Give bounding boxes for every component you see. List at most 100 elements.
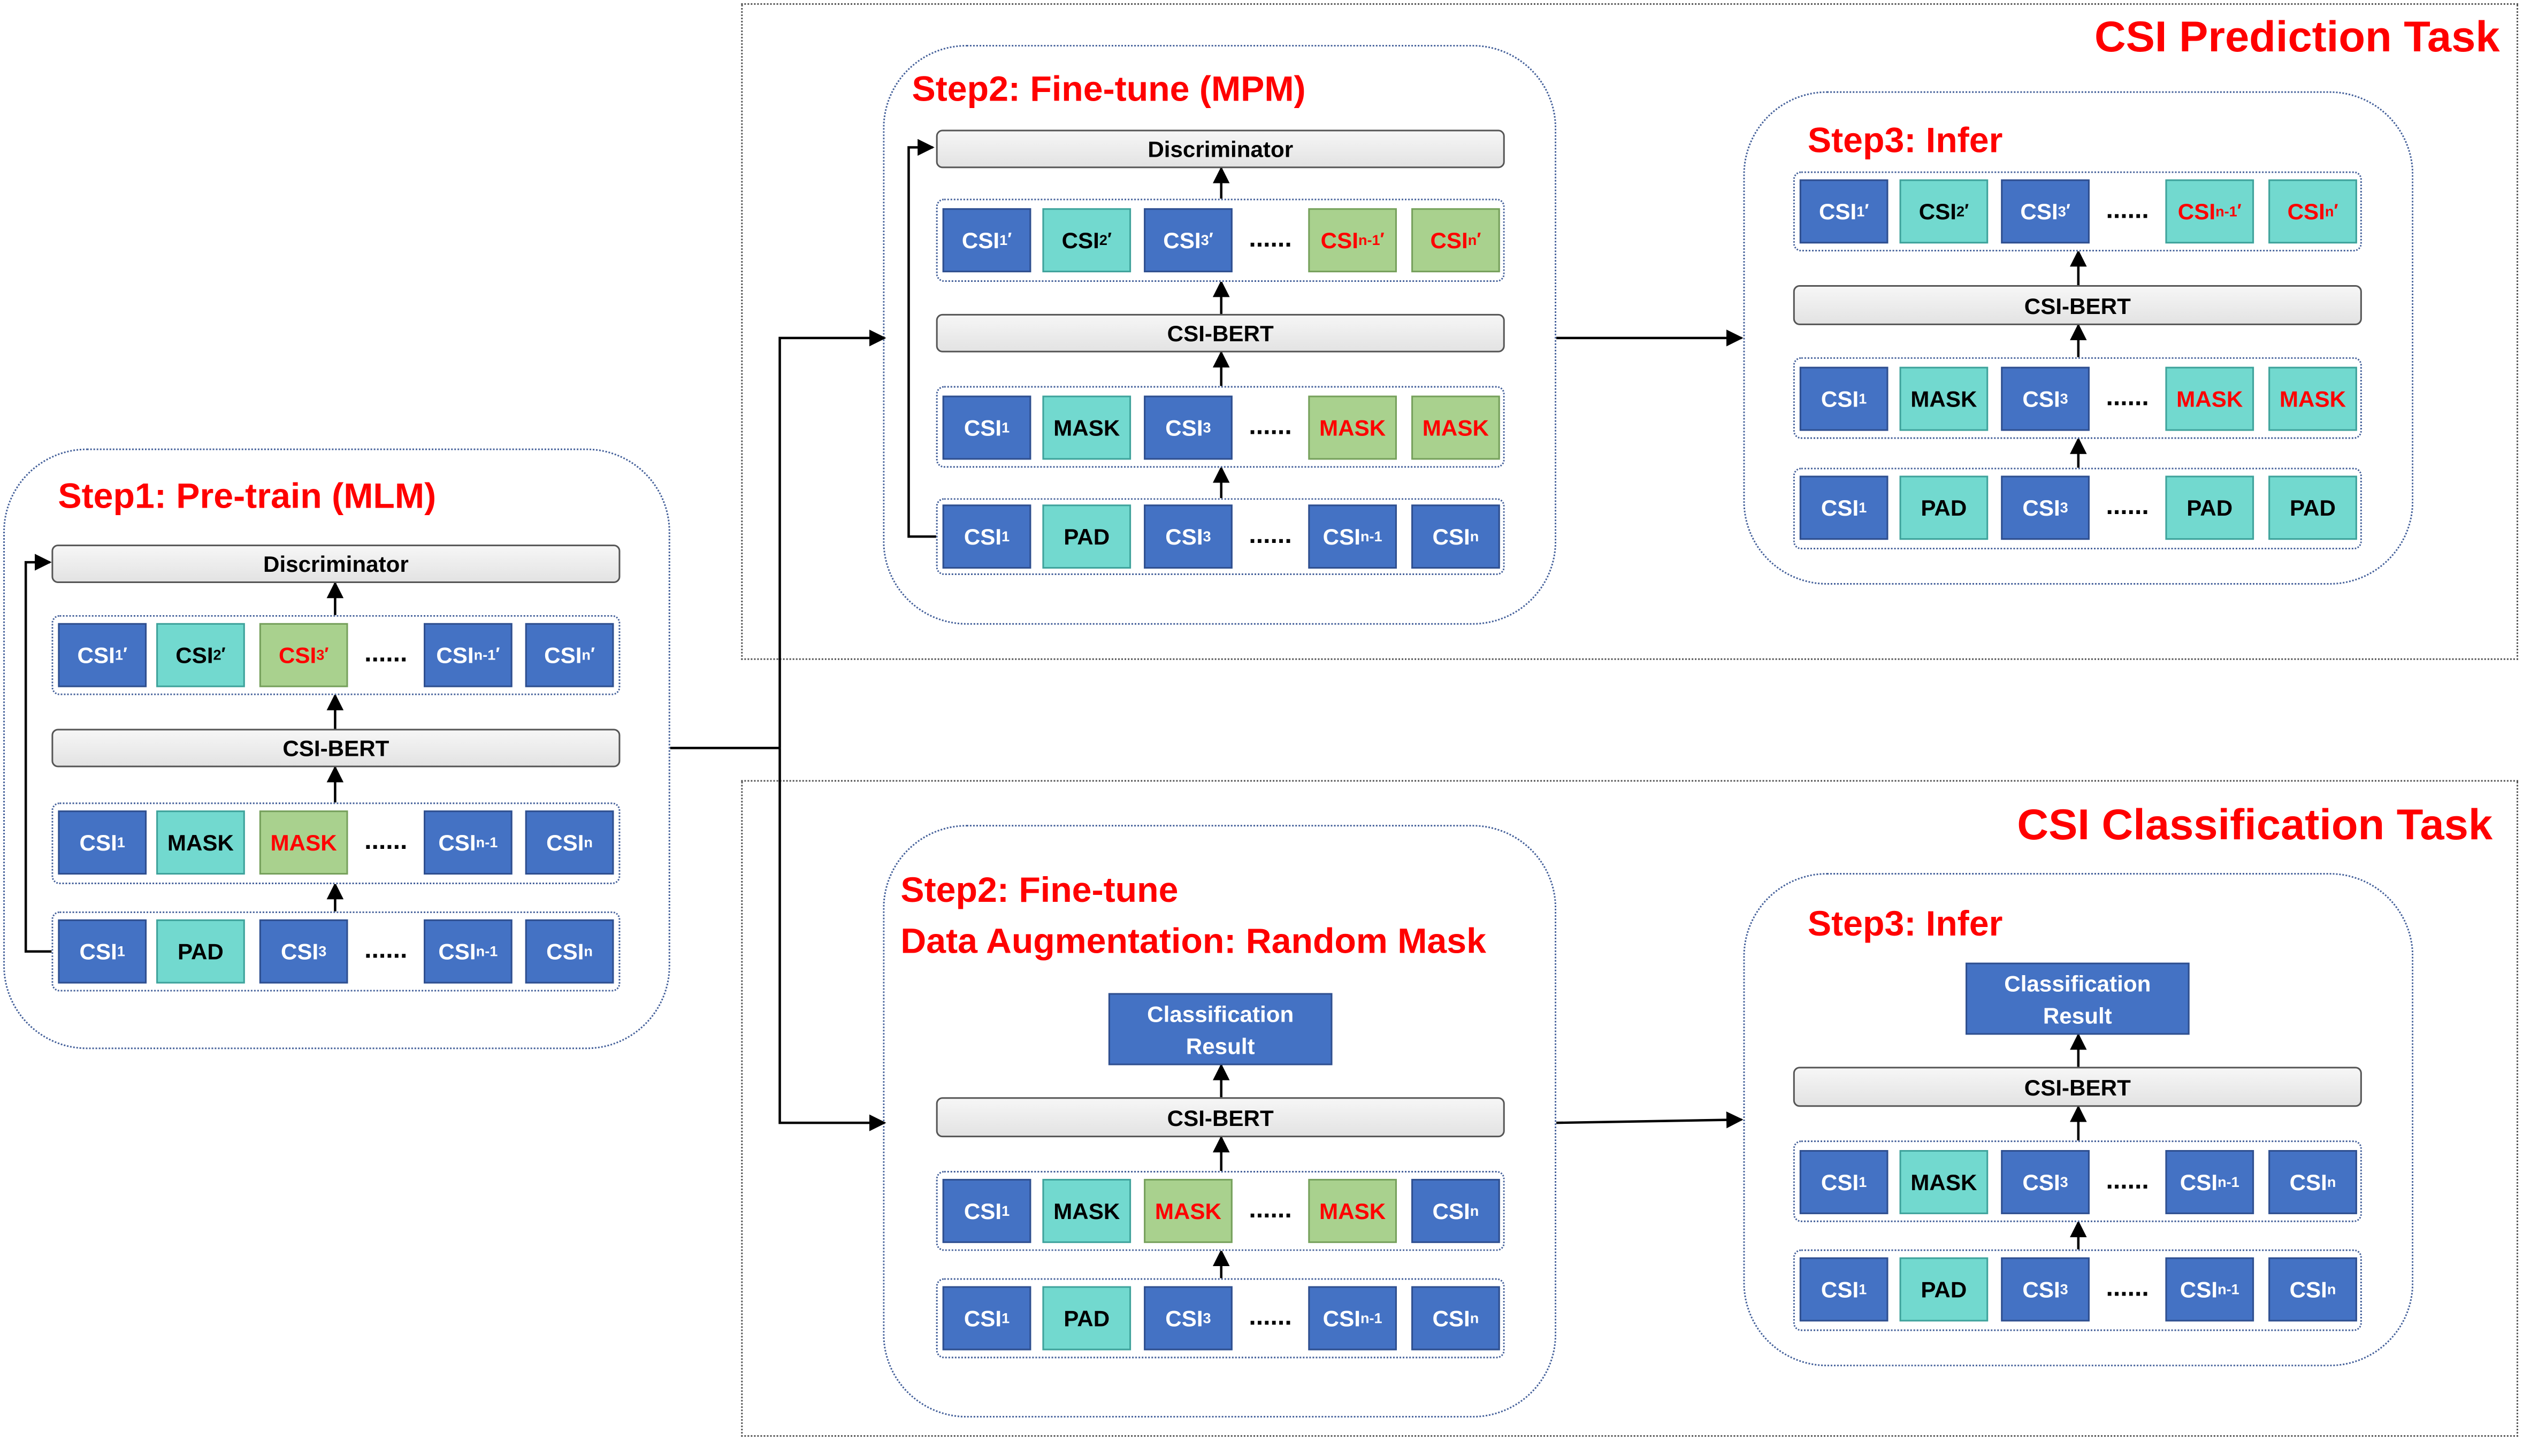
prediction-task-frame xyxy=(741,3,2518,660)
step1-mask-token: MASK xyxy=(156,810,245,875)
step1-mask-token-highlight: MASK xyxy=(259,810,348,875)
step2-cls-pad-token: PAD xyxy=(1042,1286,1131,1351)
step1-mask-ellipsis: ...... xyxy=(364,828,408,856)
step3-cls-pad-ellipsis: ...... xyxy=(2106,1275,2149,1302)
step1-pad-ellipsis: ...... xyxy=(364,937,408,964)
classification-task-title: CSI Classification Task xyxy=(2017,801,2493,849)
step3-pred-mask-token-red-1: MASK xyxy=(2165,366,2254,431)
step1-out-ellipsis: ...... xyxy=(364,640,408,668)
step1-pad-token: PAD xyxy=(156,919,245,984)
step2-pred-mask-token: MASK xyxy=(1042,395,1131,460)
step2-cls-mask-token-highlight-1: MASK xyxy=(1144,1178,1233,1243)
branch-to-classification-arrow xyxy=(778,748,886,1131)
step2-cls-mask-token: MASK xyxy=(1042,1178,1131,1243)
step1-csi-bert: CSI-BERT xyxy=(51,729,621,768)
step3-pred-mask-ellipsis: ...... xyxy=(2106,384,2149,412)
step1-skip-arrow xyxy=(24,554,52,953)
step3-pred-mask-token: MASK xyxy=(1899,366,1989,431)
step2-cls-mask-token-highlight-2: MASK xyxy=(1308,1178,1397,1243)
step3-cls-csi-bert: CSI-BERT xyxy=(1793,1067,2362,1107)
step2-cls-csi-bert: CSI-BERT xyxy=(936,1097,1505,1138)
classification-task-frame xyxy=(741,780,2518,1437)
step3-pred-pad-token-2: PAD xyxy=(2165,476,2254,540)
step2-cls-pad-ellipsis: ...... xyxy=(1249,1304,1292,1331)
step3-cls-pad-token: PAD xyxy=(1899,1257,1989,1322)
step2-pred-mask-ellipsis: ...... xyxy=(1249,413,1292,441)
step3-pred-pad-token: PAD xyxy=(1899,476,1989,540)
step2-cls-classification-result: Classification Result xyxy=(1108,993,1333,1066)
step3-pred-out-ellipsis: ...... xyxy=(2106,197,2149,225)
step2-prediction-title: Step2: Fine-tune (MPM) xyxy=(912,68,1306,109)
branch-to-prediction-arrow xyxy=(778,329,886,748)
step2-pred-out-ellipsis: ...... xyxy=(1249,226,1292,254)
step3-cls-classification-result: Classification Result xyxy=(1966,962,2190,1035)
step2-pred-pad-token: PAD xyxy=(1042,504,1131,569)
step2-pred-mask-token-highlight-2: MASK xyxy=(1411,395,1500,460)
step2-pred-pad-ellipsis: ...... xyxy=(1249,522,1292,550)
step2-pred-skip-arrow xyxy=(907,139,938,538)
step3-pred-mask-token-red-2: MASK xyxy=(2268,366,2357,431)
step3-prediction-title: Step3: Infer xyxy=(1807,120,2003,160)
step2-pred-mask-token-highlight-1: MASK xyxy=(1308,395,1397,460)
step2-classification-title-line1: Step2: Fine-tune xyxy=(900,870,1179,910)
step3-classification-title: Step3: Infer xyxy=(1807,903,2003,944)
step1-discriminator: Discriminator xyxy=(51,545,621,583)
step3-cls-mask-token: MASK xyxy=(1899,1150,1989,1214)
step3-cls-mask-ellipsis: ...... xyxy=(2106,1167,2149,1195)
step3-pred-pad-token-3: PAD xyxy=(2268,476,2357,540)
step2-classification-title-line2: Data Augmentation: Random Mask xyxy=(900,921,1486,961)
step2-pred-csi-bert: CSI-BERT xyxy=(936,313,1505,352)
step3-pred-csi-bert: CSI-BERT xyxy=(1793,285,2362,325)
prediction-task-title: CSI Prediction Task xyxy=(2094,12,2500,61)
step2-pred-discriminator: Discriminator xyxy=(936,129,1505,168)
step2-cls-mask-ellipsis: ...... xyxy=(1249,1196,1292,1224)
